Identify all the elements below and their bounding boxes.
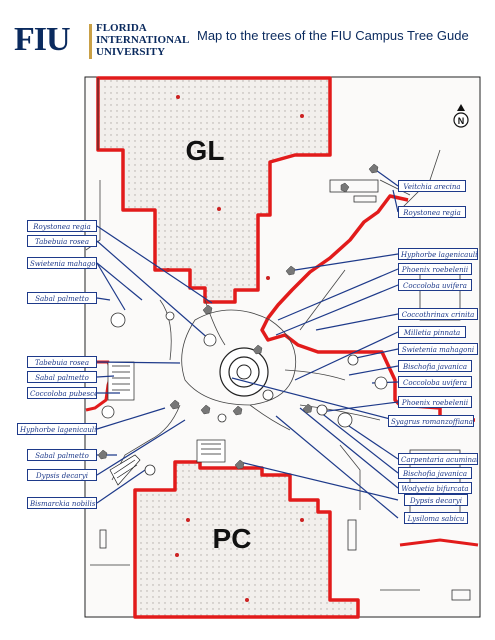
tree-label-left: Sabal palmetto [27, 292, 97, 304]
tree-label-left: Coccoloba pubescens [27, 387, 97, 399]
logo-line-2: INTERNATIONAL [96, 34, 190, 46]
building-markers [166, 95, 304, 602]
tree-label-right: Coccoloba uvifera [398, 279, 472, 291]
fountain-center [236, 364, 252, 380]
tree-label-right: Swietenia mahagoni [398, 343, 478, 355]
leader-lines [96, 167, 399, 519]
tree-label-left: Sabal palmetto [27, 371, 97, 383]
tree-label-left: Dypsis decaryi [27, 469, 97, 481]
logo-divider [89, 24, 92, 59]
tree-label-left: Tabebuia rosea [27, 356, 97, 368]
tree-label-right: Coccoloba uvifera [398, 376, 472, 388]
tree-label-right: Wodyetia bifurcata [398, 482, 472, 494]
logo-line-1: FLORIDA [96, 22, 147, 34]
area-label-gl: GL [186, 135, 225, 166]
tree-label-left: Roystonea regia [27, 220, 97, 232]
east-boundary [260, 194, 475, 422]
tree-label-left: Swietenia mahagoni [27, 257, 97, 269]
tree-label-right: Hyphorbe lagenicaulis [398, 248, 478, 260]
compass: N [453, 104, 469, 128]
stairs-west [107, 361, 135, 401]
logo-line-3: UNIVERSITY [96, 46, 166, 58]
tree-label-left: Tabebuia rosea [27, 235, 97, 247]
tree-label-left: Hyphorbe lagenicaulis [17, 423, 97, 435]
south-east-boundary [399, 538, 479, 547]
university-name: FLORIDA INTERNATIONAL UNIVERSITY [96, 22, 196, 58]
tree-canopies [101, 311, 388, 476]
tree-label-right: Veitchia arecina [398, 180, 466, 192]
tree-label-right: Dypsis decaryi [404, 494, 468, 506]
tree-label-right: Bischofia javanica [398, 467, 472, 479]
stairs-south [109, 439, 226, 486]
tree-label-right: Lysiloma sabicu [404, 512, 468, 524]
tree-label-right: Bischofia javanica [398, 360, 472, 372]
tree-label-right: Carpentaria acuminata [398, 453, 478, 465]
pc-building [133, 460, 360, 619]
tree-label-right: Roystonea regia [398, 206, 466, 218]
page-title: Map to the trees of the FIU Campus Tree … [197, 28, 469, 43]
compass-letter: N [458, 116, 465, 126]
tree-label-right: Phoenix roebelenii [398, 263, 472, 275]
area-label-pc: PC [213, 523, 252, 554]
tree-label-left: Sabal palmetto [27, 449, 97, 461]
tree-label-right: Milletia pinnata [398, 326, 466, 338]
header: FIU FLORIDA INTERNATIONAL UNIVERSITY Map… [0, 0, 495, 70]
gl-building [96, 76, 332, 304]
fiu-logo-mark: FIU [14, 21, 71, 58]
walkways [85, 149, 441, 510]
tree-label-right: Syagrus romanzoffiana [388, 415, 474, 427]
palm-icons [97, 163, 379, 470]
tree-label-right: Phoenix roebelenii [398, 396, 472, 408]
tree-label-left: Bismarckia nobilis [27, 497, 97, 509]
tree-label-right: Coccothrinax crinita [398, 308, 478, 320]
